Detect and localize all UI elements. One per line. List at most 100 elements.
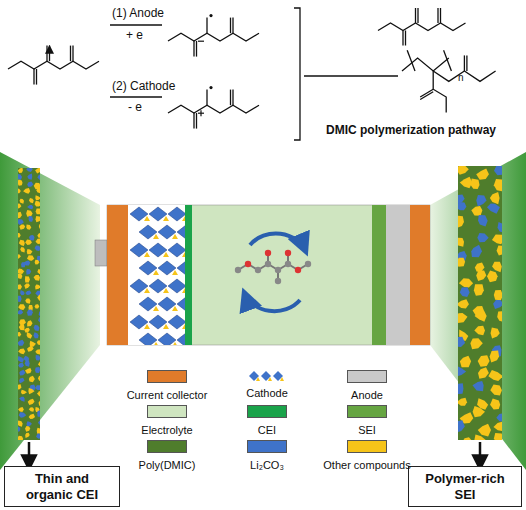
deposit-grain (37, 390, 40, 396)
cathode-crystal (177, 225, 185, 239)
deposit-grain (473, 406, 485, 417)
bond (415, 8, 416, 23)
deposit-grain (458, 337, 465, 347)
bond (232, 90, 233, 106)
deposit-grain (478, 367, 489, 379)
bond (402, 58, 449, 71)
molecule (168, 86, 259, 129)
model-atom (255, 267, 261, 273)
cycle-arrow (250, 233, 306, 252)
bond (407, 50, 415, 71)
deposit-grain (23, 260, 30, 265)
deposit-grain (477, 233, 488, 242)
bond (206, 18, 207, 34)
cycle-arrow (244, 292, 300, 311)
reaction-label: + e (126, 29, 143, 42)
li-ion (182, 216, 185, 221)
cathode-crystal (177, 297, 185, 311)
deposit-grain (487, 203, 500, 213)
deposit-grain (35, 260, 40, 265)
cathode-crystal (139, 333, 157, 345)
li-ion (182, 252, 185, 257)
deposit-grain (36, 433, 40, 438)
legend-text: Other compounds (323, 459, 410, 471)
bond (36, 69, 37, 85)
deposit-grain (37, 269, 40, 275)
deposit-grain (39, 400, 40, 406)
deposit-grain (19, 397, 25, 402)
deposit-grain (19, 412, 27, 418)
deposit-grain (35, 285, 40, 290)
bond (46, 46, 47, 62)
deposit-grain (493, 300, 502, 309)
deposit-grain (474, 326, 485, 336)
deposit-grain (27, 173, 32, 179)
deposit-grain (458, 202, 466, 210)
li-ion (144, 216, 150, 221)
deposit-grain (37, 340, 40, 345)
deposit-grain (35, 367, 40, 373)
deposit-grain (18, 219, 24, 225)
legend-swatch (147, 370, 187, 383)
deposit-grain (35, 201, 40, 207)
bond (440, 8, 441, 23)
li-ion (172, 234, 178, 239)
deposit-grain (36, 216, 40, 222)
bond (110, 24, 162, 25)
deposit-grain (23, 356, 29, 362)
bond (196, 41, 197, 57)
deposit-grain (19, 319, 26, 325)
li-ion (163, 216, 169, 221)
deposit-grain (470, 338, 482, 349)
arrow (49, 46, 50, 62)
bond (230, 18, 231, 34)
deposit-grain (18, 384, 21, 389)
deposit-grain (21, 390, 27, 395)
box-text: Polymer-rich SEI (425, 471, 504, 502)
deposit-grain (474, 284, 484, 296)
cathode-crystal (168, 279, 185, 293)
deposit-grain (37, 428, 40, 434)
deposit-grain (35, 385, 40, 390)
anode (386, 205, 410, 345)
deposit-grain (27, 249, 33, 254)
legend-item: Li₂CO₃ (222, 440, 312, 473)
deposit-grain (20, 247, 25, 252)
deposit-grain (487, 270, 498, 282)
deposit-grain (26, 269, 31, 275)
deposit-grain (18, 296, 22, 302)
deposit-grain (18, 421, 23, 427)
deposit-grain (29, 216, 33, 222)
deposit-grain (491, 327, 500, 338)
box-text: Thin and organic CEI (26, 471, 98, 502)
legend-swatch (147, 440, 187, 453)
deposit-grain (497, 311, 502, 322)
deposit-grain (24, 283, 30, 289)
li-ion (172, 342, 178, 345)
deposit-grain (19, 370, 25, 376)
deposit-grain (20, 290, 25, 295)
deposit-grain (494, 166, 502, 175)
bond (168, 33, 259, 41)
deposit-grain (18, 284, 22, 289)
deposit-grain (19, 224, 25, 229)
deposit-grain (27, 346, 34, 352)
legend-swatch (347, 405, 387, 418)
bond (294, 8, 300, 140)
sei-layer (372, 205, 386, 345)
current-collector (107, 205, 128, 345)
deposit-grain (458, 366, 466, 376)
deposit-grain (25, 433, 30, 438)
deposit-grain (25, 290, 31, 295)
result-box: Polymer-rich SEI (408, 466, 522, 507)
chemistry (8, 8, 496, 140)
li-ion (153, 270, 159, 275)
deposit-grain (493, 422, 502, 432)
deposit-grain (18, 273, 22, 279)
deposit-grain (18, 188, 21, 193)
model-atom (275, 267, 281, 273)
deposit-grain (27, 320, 32, 326)
legend-item: Other compounds (322, 440, 412, 473)
deposit-grain (476, 168, 489, 179)
bond (70, 46, 71, 62)
